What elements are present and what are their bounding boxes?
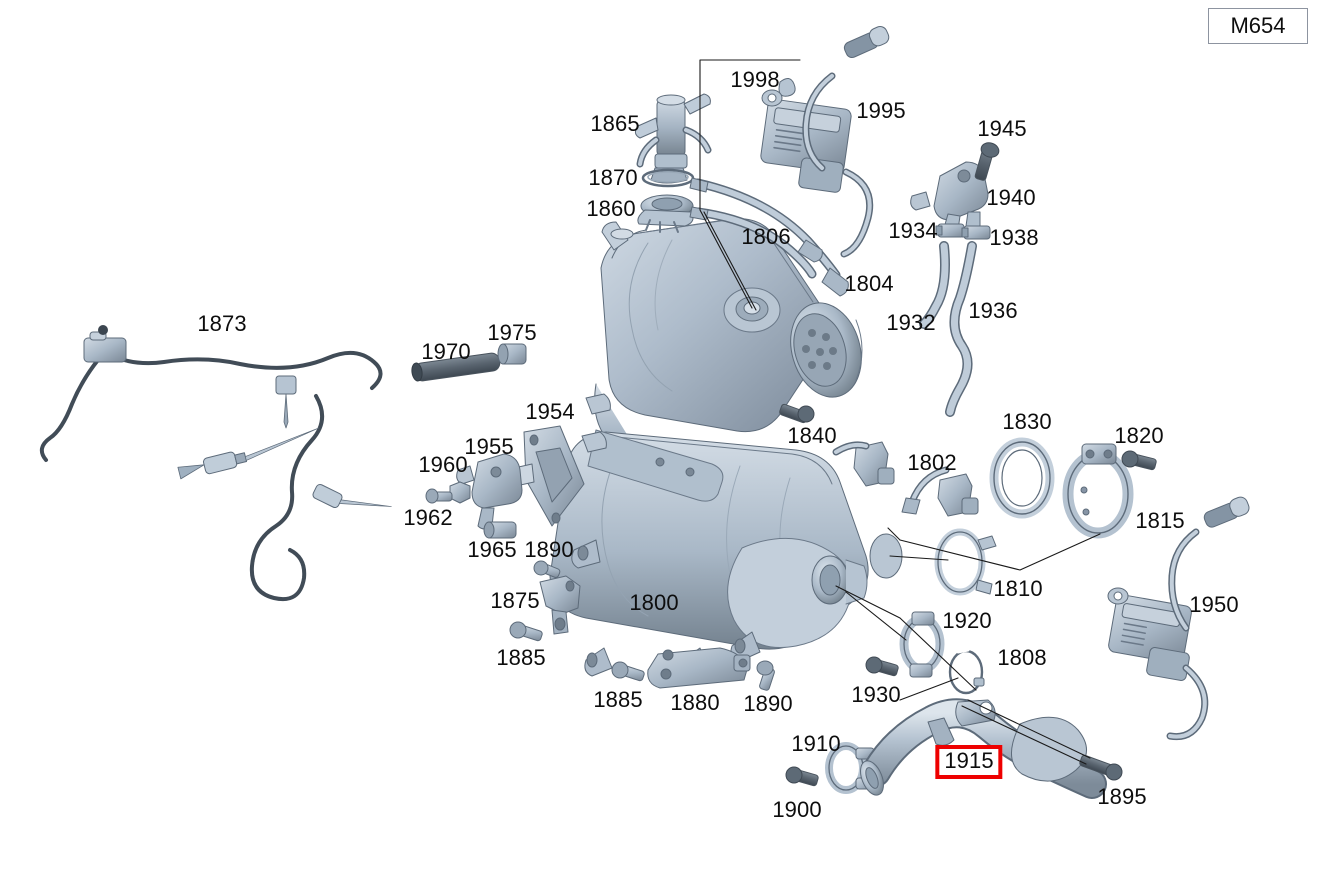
callout-1930[interactable]: 1930 xyxy=(851,682,901,707)
callout-1885-lower[interactable]: 1885 xyxy=(593,687,643,712)
callout-1995[interactable]: 1995 xyxy=(856,98,906,123)
bolt-1820 xyxy=(1121,450,1157,471)
ring-1830 xyxy=(989,437,1055,519)
callout-1885-upper[interactable]: 1885 xyxy=(496,645,546,670)
connector-1934 xyxy=(935,223,965,238)
clamp-1815 xyxy=(1062,443,1134,539)
callout-1932[interactable]: 1932 xyxy=(886,310,936,335)
bolt-1840 xyxy=(779,403,815,424)
callout-1802[interactable]: 1802 xyxy=(907,450,957,475)
bolt-1945 xyxy=(974,142,1000,181)
callout-1998[interactable]: 1998 xyxy=(730,67,780,92)
gasket-1810 xyxy=(934,528,997,596)
callout-1940[interactable]: 1940 xyxy=(986,185,1036,210)
bolt-1885-upper xyxy=(509,621,543,642)
exhaust-pipe-1915 xyxy=(860,698,1107,799)
bracket-1802-a xyxy=(832,441,895,487)
bracket-1954 xyxy=(513,425,585,527)
sensor-harness-1873-parts xyxy=(83,325,392,509)
bracket-1880 xyxy=(647,647,751,689)
callout-1915-highlighted[interactable]: 1915 xyxy=(935,745,1003,779)
callout-1800[interactable]: 1800 xyxy=(629,590,679,615)
hose-1970 xyxy=(411,352,501,382)
bracket-1802-b xyxy=(901,466,979,517)
snap-ring-1808 xyxy=(948,648,985,695)
callout-1890-upper[interactable]: 1890 xyxy=(524,537,574,562)
callout-1870[interactable]: 1870 xyxy=(588,165,638,190)
callout-1840[interactable]: 1840 xyxy=(787,423,837,448)
callout-1945[interactable]: 1945 xyxy=(977,116,1027,141)
leader-lines xyxy=(699,59,1101,765)
bolt-1962 xyxy=(425,488,453,504)
bolt-1885-lower xyxy=(611,661,645,682)
bolt-1900 xyxy=(785,766,819,787)
clamp-1920 xyxy=(899,611,945,678)
callout-1954[interactable]: 1954 xyxy=(525,399,575,424)
callout-1900[interactable]: 1900 xyxy=(772,797,822,822)
bolt-1895 xyxy=(1079,754,1123,781)
callout-1936[interactable]: 1936 xyxy=(968,298,1018,323)
dpf-lower-outlet xyxy=(811,555,868,605)
callout-1880[interactable]: 1880 xyxy=(670,690,720,715)
pipe-1936 xyxy=(945,241,977,417)
bolt-1890-lower xyxy=(756,660,775,691)
injector-flange-1860 xyxy=(637,194,694,233)
dpf-main-body xyxy=(549,218,903,679)
nut-1960 xyxy=(449,481,471,504)
model-code-box: M654 xyxy=(1208,8,1308,44)
callout-1955[interactable]: 1955 xyxy=(464,434,514,459)
dpf-outlet-mouth xyxy=(790,302,863,398)
bracket-1875 xyxy=(539,575,581,635)
callout-1975[interactable]: 1975 xyxy=(487,320,537,345)
callout-1910[interactable]: 1910 xyxy=(791,731,841,756)
pipe-1932 xyxy=(919,241,950,329)
callout-1810[interactable]: 1810 xyxy=(993,576,1043,601)
callout-1890-lower[interactable]: 1890 xyxy=(743,691,793,716)
nox-sensor-1950 xyxy=(1107,496,1250,741)
callout-1808[interactable]: 1808 xyxy=(997,645,1047,670)
callout-1965[interactable]: 1965 xyxy=(467,537,517,562)
callout-1815[interactable]: 1815 xyxy=(1135,508,1185,533)
callout-1806[interactable]: 1806 xyxy=(741,224,791,249)
callout-1962[interactable]: 1962 xyxy=(403,505,453,530)
bolt-1890-upper xyxy=(533,560,561,578)
sleeve-1965 xyxy=(483,521,517,539)
callout-1895[interactable]: 1895 xyxy=(1097,784,1147,809)
connector-1938 xyxy=(961,225,991,240)
nox-sensor-1995 xyxy=(760,26,890,258)
callout-1960[interactable]: 1960 xyxy=(418,452,468,477)
callout-1920[interactable]: 1920 xyxy=(942,608,992,633)
callout-1820[interactable]: 1820 xyxy=(1114,423,1164,448)
callout-1860[interactable]: 1860 xyxy=(586,196,636,221)
callout-1934[interactable]: 1934 xyxy=(888,218,938,243)
callout-1865[interactable]: 1865 xyxy=(590,111,640,136)
clip-1998 xyxy=(778,78,796,97)
callout-1873[interactable]: 1873 xyxy=(197,311,247,336)
callout-1938[interactable]: 1938 xyxy=(989,225,1039,250)
callout-1804[interactable]: 1804 xyxy=(844,271,894,296)
adblue-line-1804 xyxy=(689,206,823,279)
sleeve-1975 xyxy=(497,343,527,365)
callout-1950[interactable]: 1950 xyxy=(1189,592,1239,617)
adblue-line-1806 xyxy=(689,177,849,297)
callout-1830[interactable]: 1830 xyxy=(1002,409,1052,434)
callout-1970[interactable]: 1970 xyxy=(421,339,471,364)
bolt-1930 xyxy=(865,656,899,677)
callout-1875[interactable]: 1875 xyxy=(490,588,540,613)
